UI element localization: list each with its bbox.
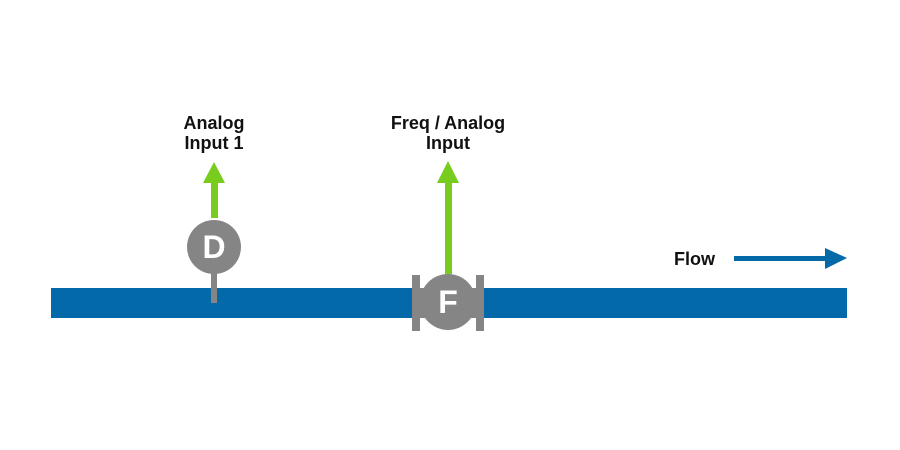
f-instrument-letter: F	[438, 284, 458, 320]
d-signal-label-line2: Input 1	[184, 133, 244, 153]
f-instrument-circle[interactable]	[420, 274, 476, 330]
flow-arrow-shaft	[734, 256, 828, 261]
d-signal-arrow-shaft	[211, 182, 218, 218]
f-flange-left	[412, 275, 420, 331]
f-flange-right	[476, 275, 484, 331]
f-signal-label: Freq / Analog Input	[368, 113, 528, 153]
flow-arrow-head	[825, 248, 847, 269]
d-signal-label: Analog Input 1	[154, 113, 274, 153]
d-signal-arrow-head	[203, 162, 225, 183]
d-instrument-circle[interactable]	[187, 220, 241, 274]
f-signal-arrow-head	[437, 161, 459, 183]
d-signal-label-line1: Analog	[183, 113, 245, 133]
flow-label: Flow	[674, 249, 715, 269]
f-signal-label-line2: Input	[426, 133, 470, 153]
d-instrument-letter: D	[202, 229, 226, 265]
d-instrument-stem	[211, 270, 217, 303]
f-signal-label-line1: Freq / Analog	[390, 113, 506, 133]
f-signal-arrow-shaft	[445, 182, 452, 274]
